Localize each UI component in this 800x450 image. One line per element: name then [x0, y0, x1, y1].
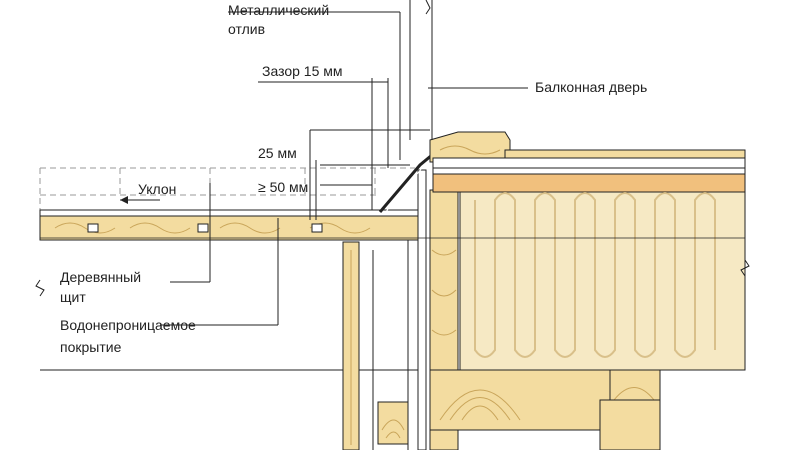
dashed-balcony-surface	[39, 167, 415, 215]
label-waterproof-1: Водонепроницаемое	[60, 317, 196, 333]
label-50mm: ≥ 50 мм	[258, 179, 308, 195]
break-line-right	[740, 259, 750, 277]
slope-arrow	[120, 196, 160, 204]
dimension-lines	[258, 78, 430, 220]
leader-lines	[160, 11, 528, 326]
break-line-left	[35, 279, 45, 297]
label-wooden-board-2: щит	[60, 289, 86, 305]
label-waterproof-2: покрытие	[60, 339, 122, 355]
label-gap: Зазор 15 мм	[262, 63, 343, 79]
floor-beams	[429, 369, 661, 450]
floor-finish-layers	[432, 149, 746, 193]
label-25mm: 25 мм	[258, 145, 297, 161]
wooden-deck-board	[39, 215, 419, 241]
label-metal-flashing-1: Металлический	[228, 2, 329, 18]
label-metal-flashing-2: отлив	[228, 21, 265, 37]
waterproof-membrane	[39, 209, 419, 217]
label-balcony-door: Балконная дверь	[535, 79, 647, 95]
label-wooden-board-1: Деревянный	[60, 269, 141, 285]
small-beam-block	[377, 401, 409, 445]
door-threshold	[429, 131, 511, 163]
thermal-insulation	[459, 191, 746, 371]
label-slope: Уклон	[138, 181, 176, 197]
balcony-door-frame	[409, 0, 433, 140]
